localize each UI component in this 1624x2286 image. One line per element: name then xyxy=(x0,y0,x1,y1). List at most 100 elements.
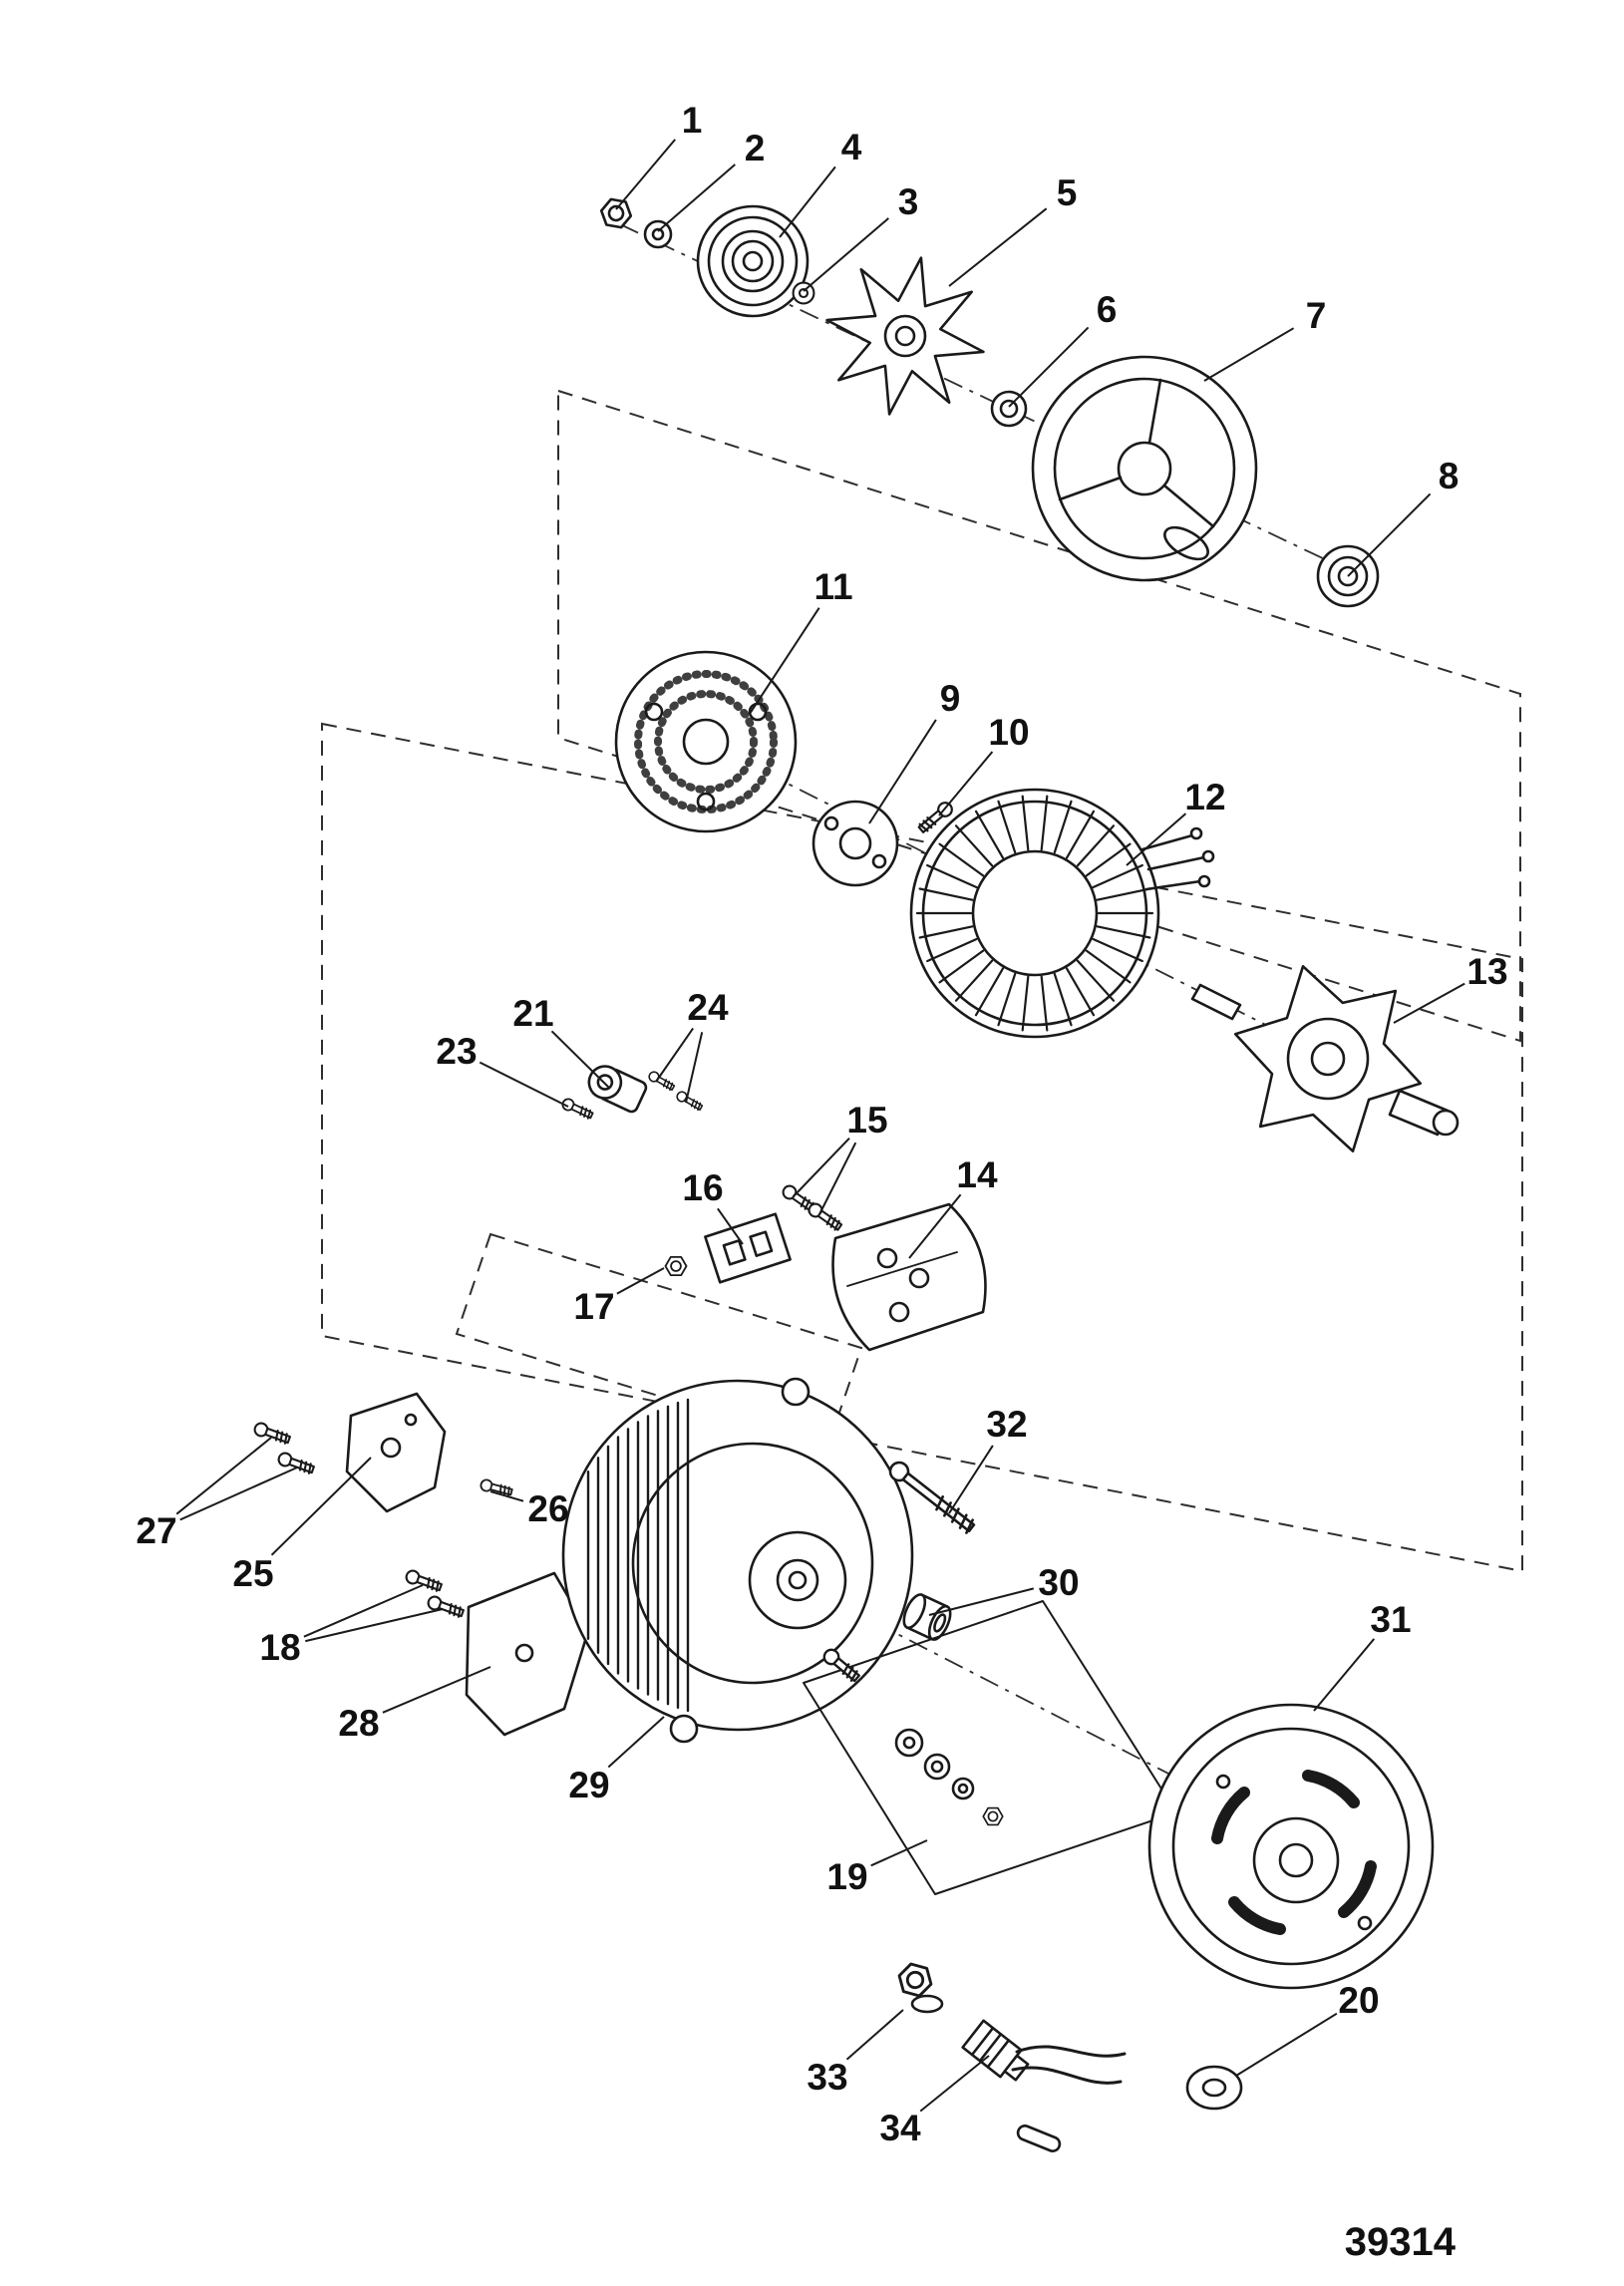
terminal-nut xyxy=(664,1255,688,1277)
brush-holder xyxy=(704,1212,792,1284)
callout-number: 8 xyxy=(1439,456,1460,496)
callout-number: 13 xyxy=(1466,951,1507,992)
callout-23: 23 xyxy=(436,1031,569,1108)
callout-number: 21 xyxy=(512,993,553,1034)
callout-21: 21 xyxy=(512,993,611,1090)
callout-number: 34 xyxy=(879,2108,921,2148)
baffle-disc xyxy=(614,650,798,833)
callout-9: 9 xyxy=(868,678,961,824)
stator xyxy=(909,788,1215,1039)
callout-number: 33 xyxy=(807,2057,847,2098)
callout-number: 24 xyxy=(687,987,729,1028)
small-screw xyxy=(674,1089,705,1114)
callout-7: 7 xyxy=(1203,295,1327,382)
flat-washer xyxy=(643,219,673,249)
callout-number: 27 xyxy=(136,1510,176,1551)
callout-number: 10 xyxy=(988,712,1029,753)
front-housing xyxy=(1031,355,1258,582)
callout-number: 31 xyxy=(1370,1599,1411,1640)
callout-number: 3 xyxy=(898,181,919,222)
callout-number: 23 xyxy=(436,1031,477,1072)
rotor xyxy=(1190,964,1460,1152)
figure-number: 39314 xyxy=(1345,2220,1457,2264)
callout-number: 25 xyxy=(232,1553,273,1594)
callout-19: 19 xyxy=(826,1839,928,1897)
callout-number: 2 xyxy=(745,128,766,168)
regulator-screw xyxy=(559,1096,595,1122)
callout-12: 12 xyxy=(1126,777,1226,866)
plate-screw xyxy=(425,1593,467,1621)
callout-number: 18 xyxy=(259,1627,300,1668)
callout-number: 14 xyxy=(956,1154,998,1195)
callout-3: 3 xyxy=(803,181,919,292)
callout-18: 18 xyxy=(259,1584,444,1668)
callout-14: 14 xyxy=(908,1154,998,1259)
callout-number: 29 xyxy=(568,1765,609,1805)
callout-34: 34 xyxy=(879,2055,990,2148)
callout-number: 7 xyxy=(1306,295,1327,336)
retainer-plate xyxy=(812,800,899,887)
pulley-nut xyxy=(597,196,635,230)
callout-30: 30 xyxy=(928,1562,1080,1616)
callout-number: 32 xyxy=(986,1404,1027,1445)
shaft-washer xyxy=(1185,2065,1243,2111)
callout-number: 15 xyxy=(846,1100,887,1141)
callout-number: 17 xyxy=(573,1286,614,1327)
sender-connector xyxy=(961,2019,1127,2152)
callout-number: 9 xyxy=(940,678,961,719)
mount-plate xyxy=(465,1571,590,1737)
lock-nut xyxy=(893,1960,944,2014)
callout-25: 25 xyxy=(232,1457,372,1594)
callout-number: 30 xyxy=(1038,1562,1079,1603)
regulator-stud xyxy=(587,1065,648,1114)
rectifier-screw xyxy=(806,1200,844,1234)
callout-28: 28 xyxy=(338,1666,491,1744)
callout-number: 5 xyxy=(1057,172,1078,213)
main-case-assembly xyxy=(561,1377,914,1744)
callout-number: 26 xyxy=(527,1488,568,1529)
callout-5: 5 xyxy=(948,172,1078,287)
rectifier xyxy=(831,1202,987,1352)
bracket-screw xyxy=(275,1450,317,1477)
bracket-screw xyxy=(251,1420,293,1448)
callout-16: 16 xyxy=(682,1167,744,1245)
callout-33: 33 xyxy=(807,2009,904,2098)
dashed-panels xyxy=(321,389,1523,1573)
callout-6: 6 xyxy=(1008,289,1118,408)
callout-32: 32 xyxy=(948,1404,1028,1514)
callout-17: 17 xyxy=(573,1267,665,1327)
callout-8: 8 xyxy=(1347,456,1460,577)
fan xyxy=(825,256,985,416)
pulley xyxy=(696,204,810,318)
callout-31: 31 xyxy=(1313,1599,1412,1712)
dashed-panel-brush xyxy=(455,1232,863,1450)
ground-screw xyxy=(479,1477,514,1499)
callout-13: 13 xyxy=(1393,951,1508,1024)
dashed-panel-upper xyxy=(557,389,1521,1043)
callout-number: 12 xyxy=(1184,777,1225,817)
callout-11: 11 xyxy=(749,566,853,715)
callout-20: 20 xyxy=(1235,1980,1380,2077)
callout-number: 16 xyxy=(682,1167,723,1208)
callout-10: 10 xyxy=(938,712,1030,816)
callout-27: 27 xyxy=(136,1437,298,1551)
callout-29: 29 xyxy=(568,1716,665,1805)
callout-number: 6 xyxy=(1097,289,1118,330)
callout-number: 1 xyxy=(682,100,703,141)
callout-number: 20 xyxy=(1338,1980,1379,2021)
spacer-collar xyxy=(990,390,1028,428)
callout-24: 24 xyxy=(655,987,729,1104)
callout-1: 1 xyxy=(615,100,703,210)
mount-bracket xyxy=(345,1392,447,1513)
callout-number: 4 xyxy=(841,127,862,167)
rear-cover xyxy=(1147,1703,1435,1990)
callout-number: 19 xyxy=(826,1856,867,1897)
callout-number: 28 xyxy=(338,1703,379,1744)
callout-2: 2 xyxy=(657,128,766,232)
callout-4: 4 xyxy=(779,127,862,238)
callout-26: 26 xyxy=(489,1488,569,1529)
callout-15: 15 xyxy=(793,1100,888,1215)
